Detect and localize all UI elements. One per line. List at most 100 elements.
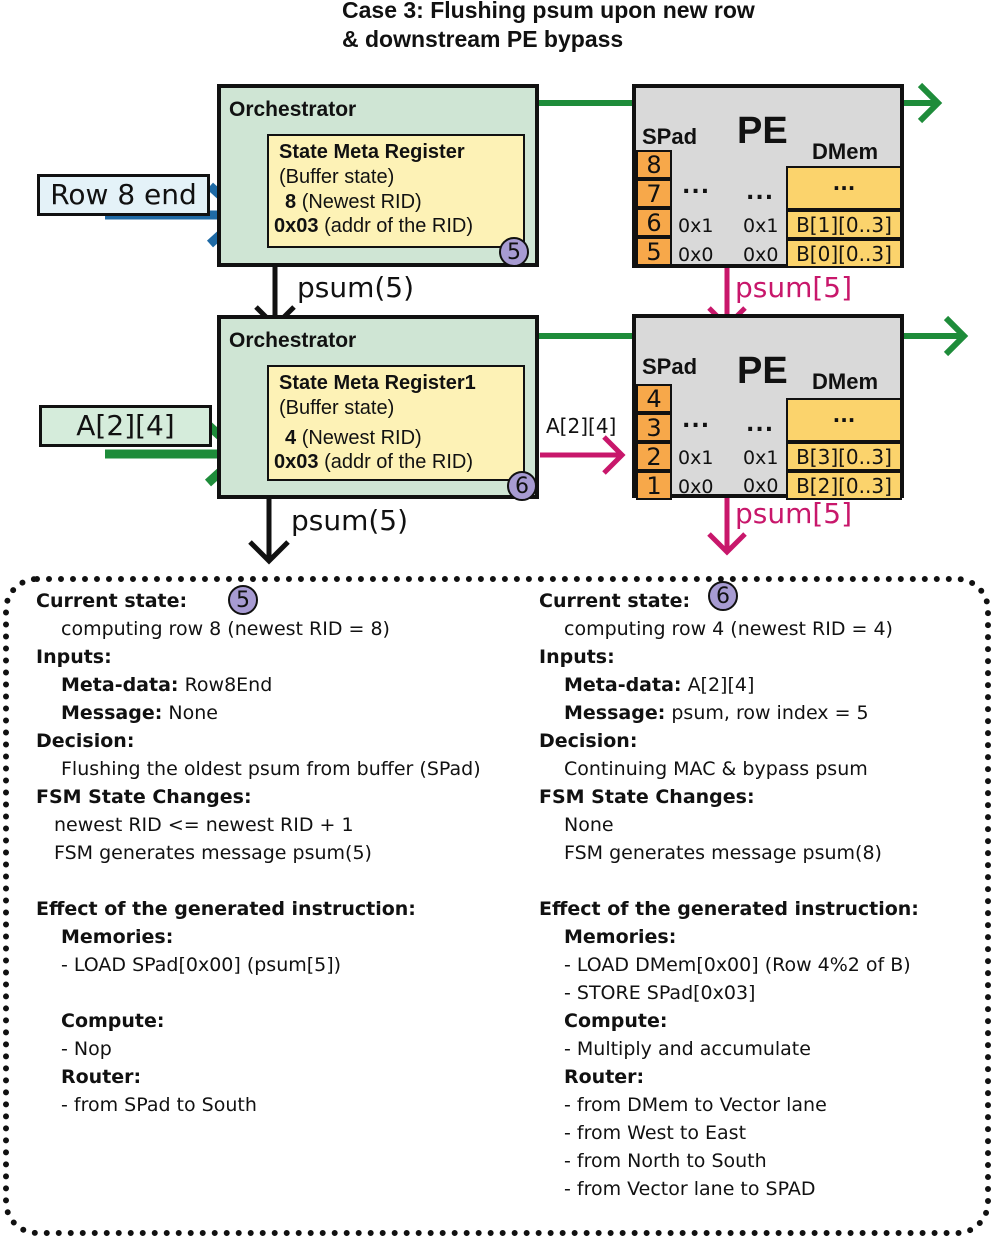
dmem-label: DMem (812, 369, 879, 394)
spad-dots: ... (682, 408, 711, 433)
fsm-heading: FSM State Changes: (36, 786, 252, 808)
dmem-label: DMem (812, 139, 879, 164)
panel-badge-6: 6 (708, 581, 738, 611)
spad-addr-0: 0x0 (678, 244, 714, 266)
message-row: Message: None (61, 702, 218, 724)
dmem-addr-0: 0x0 (743, 244, 779, 266)
spad-cell: 1 (636, 471, 672, 500)
state-meta-register: State Meta Register (Buffer state) 8 (Ne… (267, 134, 525, 248)
router-line: - from Vector lane to SPAD (564, 1178, 816, 1200)
diagram-title: Case 3: Flushing psum upon new row & dow… (342, 0, 755, 54)
fsm-line: None (564, 814, 614, 836)
memory-line: - LOAD SPad[0x00] (psum[5]) (61, 954, 342, 976)
memory-line: - LOAD DMem[0x00] (Row 4%2 of B) (564, 954, 911, 976)
spad-cell: 5 (636, 237, 672, 266)
spad-cell: 8 (636, 150, 672, 179)
pe-title: PE (737, 110, 788, 152)
spad-dots: ... (682, 174, 711, 199)
router-heading: Router: (564, 1066, 645, 1088)
pe-psum-label-bottom: psum[5] (735, 497, 853, 530)
spad-cell: 2 (636, 442, 672, 471)
spad-label: SPad (642, 354, 698, 379)
current-state-text: computing row 4 (newest RID = 4) (564, 618, 893, 640)
router-line: - from SPad to South (61, 1094, 257, 1116)
dmem-cell: ... (786, 398, 902, 442)
state-meta-register: State Meta Register1 (Buffer state) 4 (N… (267, 365, 525, 481)
pe-top: SPad PE DMem 8 7 6 5 ... ... 0x1 0x0 0x1… (632, 84, 904, 268)
memory-line: - STORE SPad[0x03] (564, 982, 756, 1004)
step-badge-5: 5 (499, 237, 529, 267)
current-state-text: computing row 8 (newest RID = 8) (61, 618, 390, 640)
router-line: - from DMem to Vector lane (564, 1094, 827, 1116)
compute-heading: Compute: (564, 1010, 668, 1032)
dmem-cell: B[1][0..3] (786, 210, 902, 239)
decision-heading: Decision: (36, 730, 135, 752)
fsm-line: FSM generates message psum(5) (54, 842, 372, 864)
decision-text: Flushing the oldest psum from buffer (SP… (61, 758, 481, 780)
register-title: State Meta Register1 (279, 372, 476, 394)
inputs-heading: Inputs: (539, 646, 615, 668)
metadata-row: Meta-data: Row8End (61, 674, 273, 696)
pe-bottom: SPad PE DMem 4 3 2 1 ... ... 0x1 0x0 0x1… (632, 314, 904, 500)
register-title: State Meta Register (279, 141, 465, 163)
black-arrow-psum-bottom (248, 496, 290, 565)
spad-cell: 6 (636, 208, 672, 237)
step-badge-6: 6 (507, 471, 537, 501)
dmem-addr-dots: ... (746, 412, 775, 437)
register-addr: 0x03 (addr of the RID) (274, 451, 474, 473)
magenta-arrow-orch-to-pe (540, 435, 626, 475)
spad-cell: 7 (636, 179, 672, 208)
right-description: Current state: computing row 4 (newest R… (539, 587, 979, 1203)
dmem-addr-1: 0x1 (743, 447, 779, 469)
orchestrator-label: Orchestrator (229, 329, 357, 352)
current-state-heading: Current state: (539, 590, 691, 612)
memories-heading: Memories: (61, 926, 174, 948)
register-subtitle: (Buffer state) (279, 397, 395, 419)
memories-heading: Memories: (564, 926, 677, 948)
pe-psum-label-top: psum[5] (735, 271, 853, 304)
inputs-heading: Inputs: (36, 646, 112, 668)
dmem-cell: B[0][0..3] (786, 239, 902, 268)
router-line: - from North to South (564, 1150, 767, 1172)
register-rid: 8 (Newest RID) (285, 191, 422, 213)
dmem-cell: B[2][0..3] (786, 471, 902, 500)
title-line-1: Case 3: Flushing psum upon new row (342, 0, 755, 23)
decision-heading: Decision: (539, 730, 638, 752)
spad-addr-0: 0x0 (678, 476, 714, 498)
effect-heading: Effect of the generated instruction: (539, 898, 919, 920)
register-subtitle: (Buffer state) (279, 166, 395, 188)
dmem-addr-dots: ... (746, 180, 775, 205)
message-row: Message: psum, row index = 5 (564, 702, 869, 724)
psum-label-top: psum(5) (297, 271, 415, 304)
psum-label-bottom: psum(5) (291, 504, 409, 537)
current-state-heading: Current state: (36, 590, 188, 612)
dmem-addr-1: 0x1 (743, 215, 779, 237)
orchestrator-top: Orchestrator State Meta Register (Buffer… (217, 84, 539, 267)
decision-text: Continuing MAC & bypass psum (564, 758, 868, 780)
input-row8end: Row 8 end (37, 174, 210, 216)
register-addr: 0x03 (addr of the RID) (274, 215, 474, 237)
orchestrator-label: Orchestrator (229, 98, 357, 121)
pe-title: PE (737, 350, 788, 392)
title-line-2: & downstream PE bypass (342, 26, 624, 52)
spad-cell: 3 (636, 413, 672, 442)
compute-heading: Compute: (61, 1010, 165, 1032)
dmem-addr-0: 0x0 (743, 475, 779, 497)
effect-heading: Effect of the generated instruction: (36, 898, 416, 920)
metadata-row: Meta-data: A[2][4] (564, 674, 755, 696)
magenta-arrow-pe-bottom-south (707, 497, 747, 556)
fsm-line: FSM generates message psum(8) (564, 842, 882, 864)
spad-addr-1: 0x1 (678, 447, 714, 469)
dmem-cell: B[3][0..3] (786, 442, 902, 471)
a24-to-pe-label: A[2][4] (546, 414, 617, 438)
spad-cell: 4 (636, 384, 672, 413)
left-description: Current state: computing row 8 (newest R… (36, 587, 516, 1119)
dmem-cell: ... (786, 166, 902, 210)
fsm-line: newest RID <= newest RID + 1 (54, 814, 354, 836)
description-panel (3, 576, 991, 1236)
router-line: - from West to East (564, 1122, 747, 1144)
spad-addr-1: 0x1 (678, 215, 714, 237)
router-heading: Router: (61, 1066, 142, 1088)
register-rid: 4 (Newest RID) (285, 427, 422, 449)
spad-label: SPad (642, 124, 698, 149)
